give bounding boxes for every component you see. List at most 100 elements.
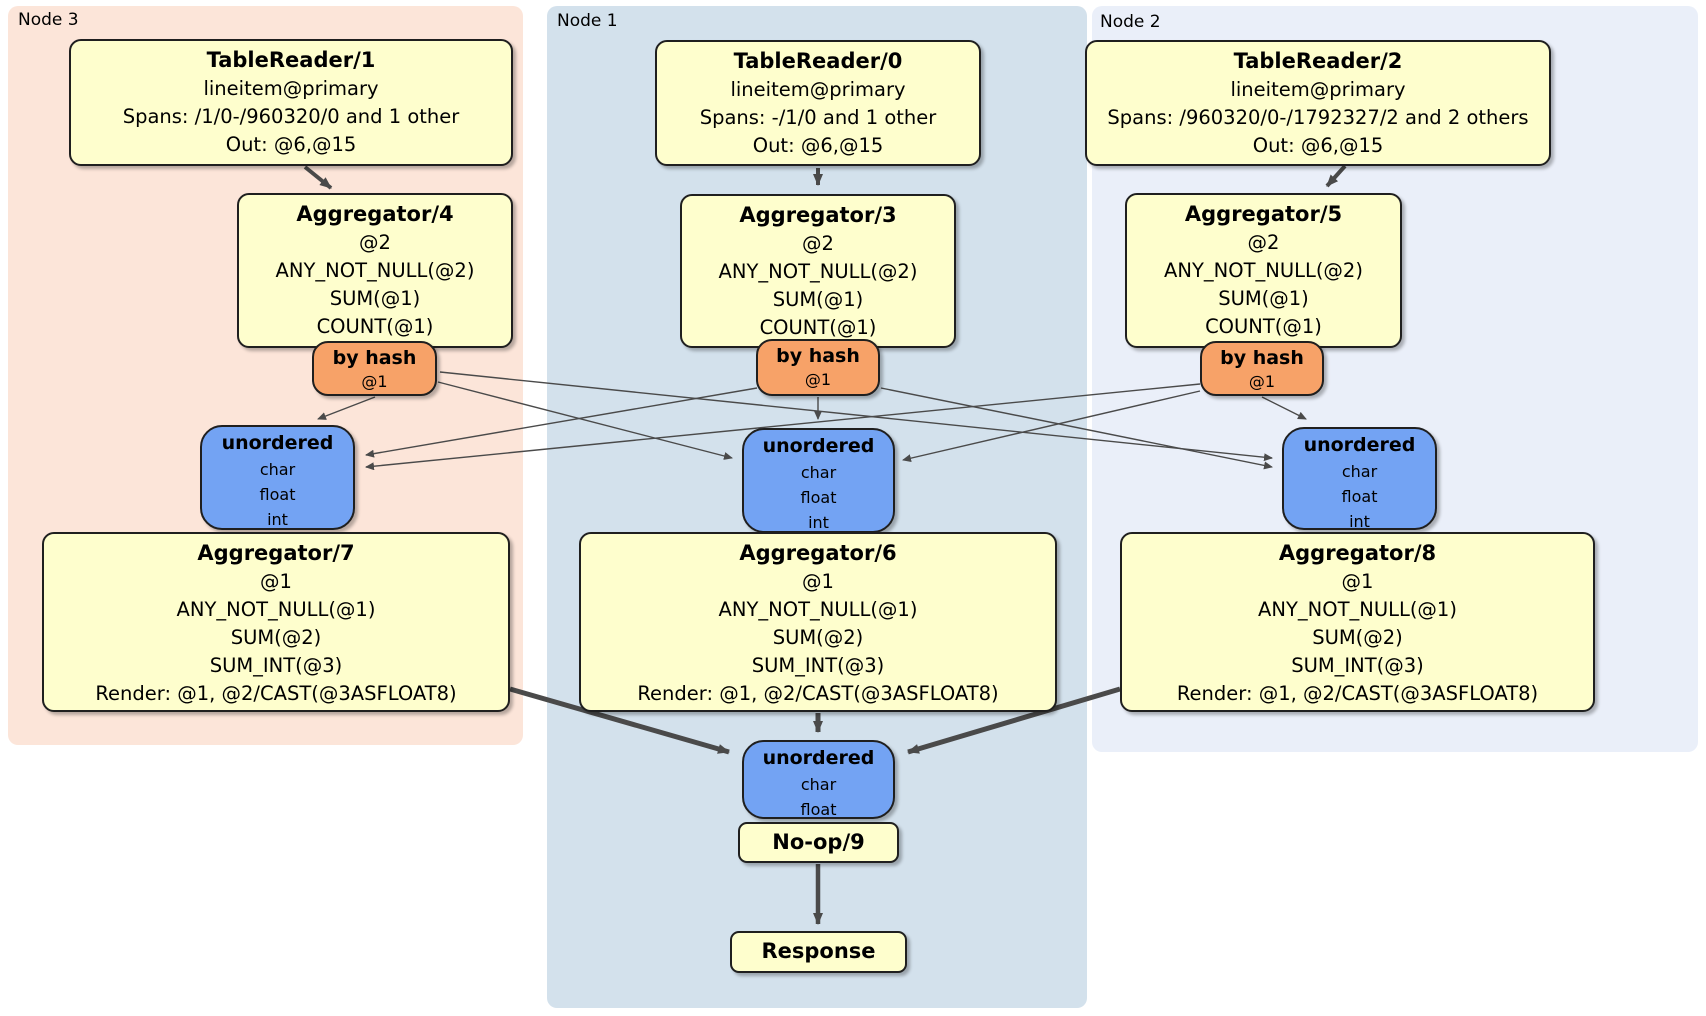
processor-tablereader-0: TableReader/0 lineitem@primary Spans: -/… <box>655 40 981 166</box>
processor-row: Spans: -/1/0 and 1 other <box>699 106 937 129</box>
edge-hash1-to-unordered2 <box>880 387 1273 470</box>
edge-hash1-to-unordered3 <box>365 387 758 458</box>
processor-title: No-op/9 <box>772 830 865 854</box>
synchronizer-row: char <box>1341 462 1378 481</box>
edge-aggregator7-to-final-unordered <box>509 686 730 755</box>
response-title: Response <box>761 939 876 963</box>
processor-row: @1 <box>802 570 834 593</box>
processor-title: Aggregator/4 <box>296 202 454 226</box>
edge-hash2-to-unordered1 <box>902 390 1201 463</box>
processor-row: ANY_NOT_NULL(@1) <box>1258 598 1457 621</box>
processor-row: @2 <box>1247 231 1280 254</box>
synchronizer-row: char <box>800 775 837 794</box>
edge-hash2-to-unordered2 <box>1261 396 1307 420</box>
router-edges <box>317 371 1307 471</box>
router-title: by hash <box>776 345 860 367</box>
processor-row: ANY_NOT_NULL(@2) <box>275 259 475 282</box>
edge-tablereader2-to-aggregator5 <box>1325 164 1347 188</box>
processor-title: Aggregator/7 <box>197 541 355 565</box>
edge-aggregator8-to-final-unordered <box>907 686 1121 755</box>
router-by-hash-node1: by hash @1 <box>756 339 880 396</box>
synchronizer-unordered-node3: unordered char float int <box>200 425 355 530</box>
processor-aggregator-5: Aggregator/5 @2 ANY_NOT_NULL(@2) SUM(@1)… <box>1125 193 1402 348</box>
synchronizer-row: int <box>1349 512 1370 531</box>
processor-title: Aggregator/5 <box>1184 202 1343 226</box>
processor-row: ANY_NOT_NULL(@2) <box>1164 259 1363 282</box>
processor-row: SUM(@2) <box>772 626 864 649</box>
processor-title: TableReader/0 <box>733 49 903 73</box>
synchronizer-row: int <box>267 510 288 529</box>
processor-row: @1 <box>260 570 292 593</box>
processor-row: lineitem@primary <box>203 77 379 100</box>
processor-row: Spans: /960320/0-/1792327/2 and 2 others <box>1107 106 1529 129</box>
router-detail: @1 <box>1248 372 1276 391</box>
processor-title: TableReader/2 <box>1233 49 1403 73</box>
processor-title: Aggregator/3 <box>739 203 897 227</box>
synchronizer-title: unordered <box>762 435 875 457</box>
processor-row: ANY_NOT_NULL(@2) <box>718 260 918 283</box>
router-detail: @1 <box>361 372 388 391</box>
processor-aggregator-4: Aggregator/4 @2 ANY_NOT_NULL(@2) SUM(@1)… <box>237 193 513 348</box>
processor-noop-9: No-op/9 <box>738 822 899 863</box>
response-node: Response <box>730 931 907 973</box>
processor-row: SUM(@1) <box>329 287 421 310</box>
synchronizer-row: float <box>800 488 837 507</box>
processor-row: Out: @6,@15 <box>1252 134 1384 157</box>
processor-row: Render: @1, @2/CAST(@3ASFLOAT8) <box>1176 682 1539 705</box>
processor-row: COUNT(@1) <box>1205 315 1322 338</box>
processor-row: COUNT(@1) <box>759 316 877 339</box>
processor-row: COUNT(@1) <box>316 315 434 338</box>
router-by-hash-node3: by hash @1 <box>312 341 437 396</box>
edge-hash3-to-unordered3 <box>317 396 376 420</box>
processor-row: SUM_INT(@3) <box>1291 654 1424 677</box>
synchronizer-row: int <box>808 513 829 532</box>
processor-row: SUM(@2) <box>230 626 322 649</box>
processor-aggregator-8: Aggregator/8 @1 ANY_NOT_NULL(@1) SUM(@2)… <box>1120 532 1595 712</box>
processor-row: ANY_NOT_NULL(@1) <box>718 598 918 621</box>
synchronizer-unordered-final: unordered char float <box>742 740 895 819</box>
synchronizer-title: unordered <box>221 432 334 454</box>
processor-row: Spans: /1/0-/960320/0 and 1 other <box>122 105 460 128</box>
processor-row: @2 <box>802 232 834 255</box>
synchronizer-row: char <box>259 460 296 479</box>
edge-hash3-to-unordered1 <box>437 381 733 460</box>
thick-edges <box>303 164 1347 925</box>
processor-row: SUM_INT(@3) <box>209 654 343 677</box>
processor-row: Render: @1, @2/CAST(@3ASFLOAT8) <box>95 682 457 705</box>
router-by-hash-node2: by hash @1 <box>1200 341 1324 396</box>
processor-title: Aggregator/8 <box>1278 541 1437 565</box>
router-title: by hash <box>1220 347 1304 369</box>
processor-row: @1 <box>1341 570 1374 593</box>
processor-tablereader-2: TableReader/2 lineitem@primary Spans: /9… <box>1085 40 1551 166</box>
processor-aggregator-6: Aggregator/6 @1 ANY_NOT_NULL(@1) SUM(@2)… <box>579 532 1057 712</box>
processor-row: SUM(@2) <box>1312 626 1403 649</box>
synchronizer-title: unordered <box>1303 434 1416 456</box>
processor-row: @2 <box>359 231 391 254</box>
synchronizer-row: float <box>1341 487 1378 506</box>
processor-row: lineitem@primary <box>1230 78 1406 101</box>
region-label-node1: Node 1 <box>557 11 618 31</box>
processor-tablereader-1: TableReader/1 lineitem@primary Spans: /1… <box>69 39 513 166</box>
processor-title: TableReader/1 <box>206 48 376 72</box>
processor-title: Aggregator/6 <box>739 541 897 565</box>
synchronizer-unordered-node1: unordered char float int <box>742 428 895 533</box>
region-label-node3: Node 3 <box>18 10 79 30</box>
synchronizer-row: char <box>800 463 837 482</box>
processor-row: Out: @6,@15 <box>752 134 884 157</box>
synchronizer-unordered-node2: unordered char float int <box>1282 427 1437 531</box>
processor-row: lineitem@primary <box>730 78 906 101</box>
edge-hash2-to-unordered3 <box>365 383 1201 471</box>
processor-row: SUM(@1) <box>772 288 864 311</box>
processor-row: ANY_NOT_NULL(@1) <box>176 598 376 621</box>
processor-row: SUM_INT(@3) <box>751 654 885 677</box>
synchronizer-row: float <box>800 800 837 819</box>
processor-row: Render: @1, @2/CAST(@3ASFLOAT8) <box>637 682 999 705</box>
router-title: by hash <box>332 347 417 369</box>
processor-row: Out: @6,@15 <box>225 133 357 156</box>
router-detail: @1 <box>804 370 832 389</box>
processor-row: SUM(@1) <box>1218 287 1309 310</box>
processor-aggregator-7: Aggregator/7 @1 ANY_NOT_NULL(@1) SUM(@2)… <box>42 532 510 712</box>
synchronizer-row: float <box>259 485 296 504</box>
